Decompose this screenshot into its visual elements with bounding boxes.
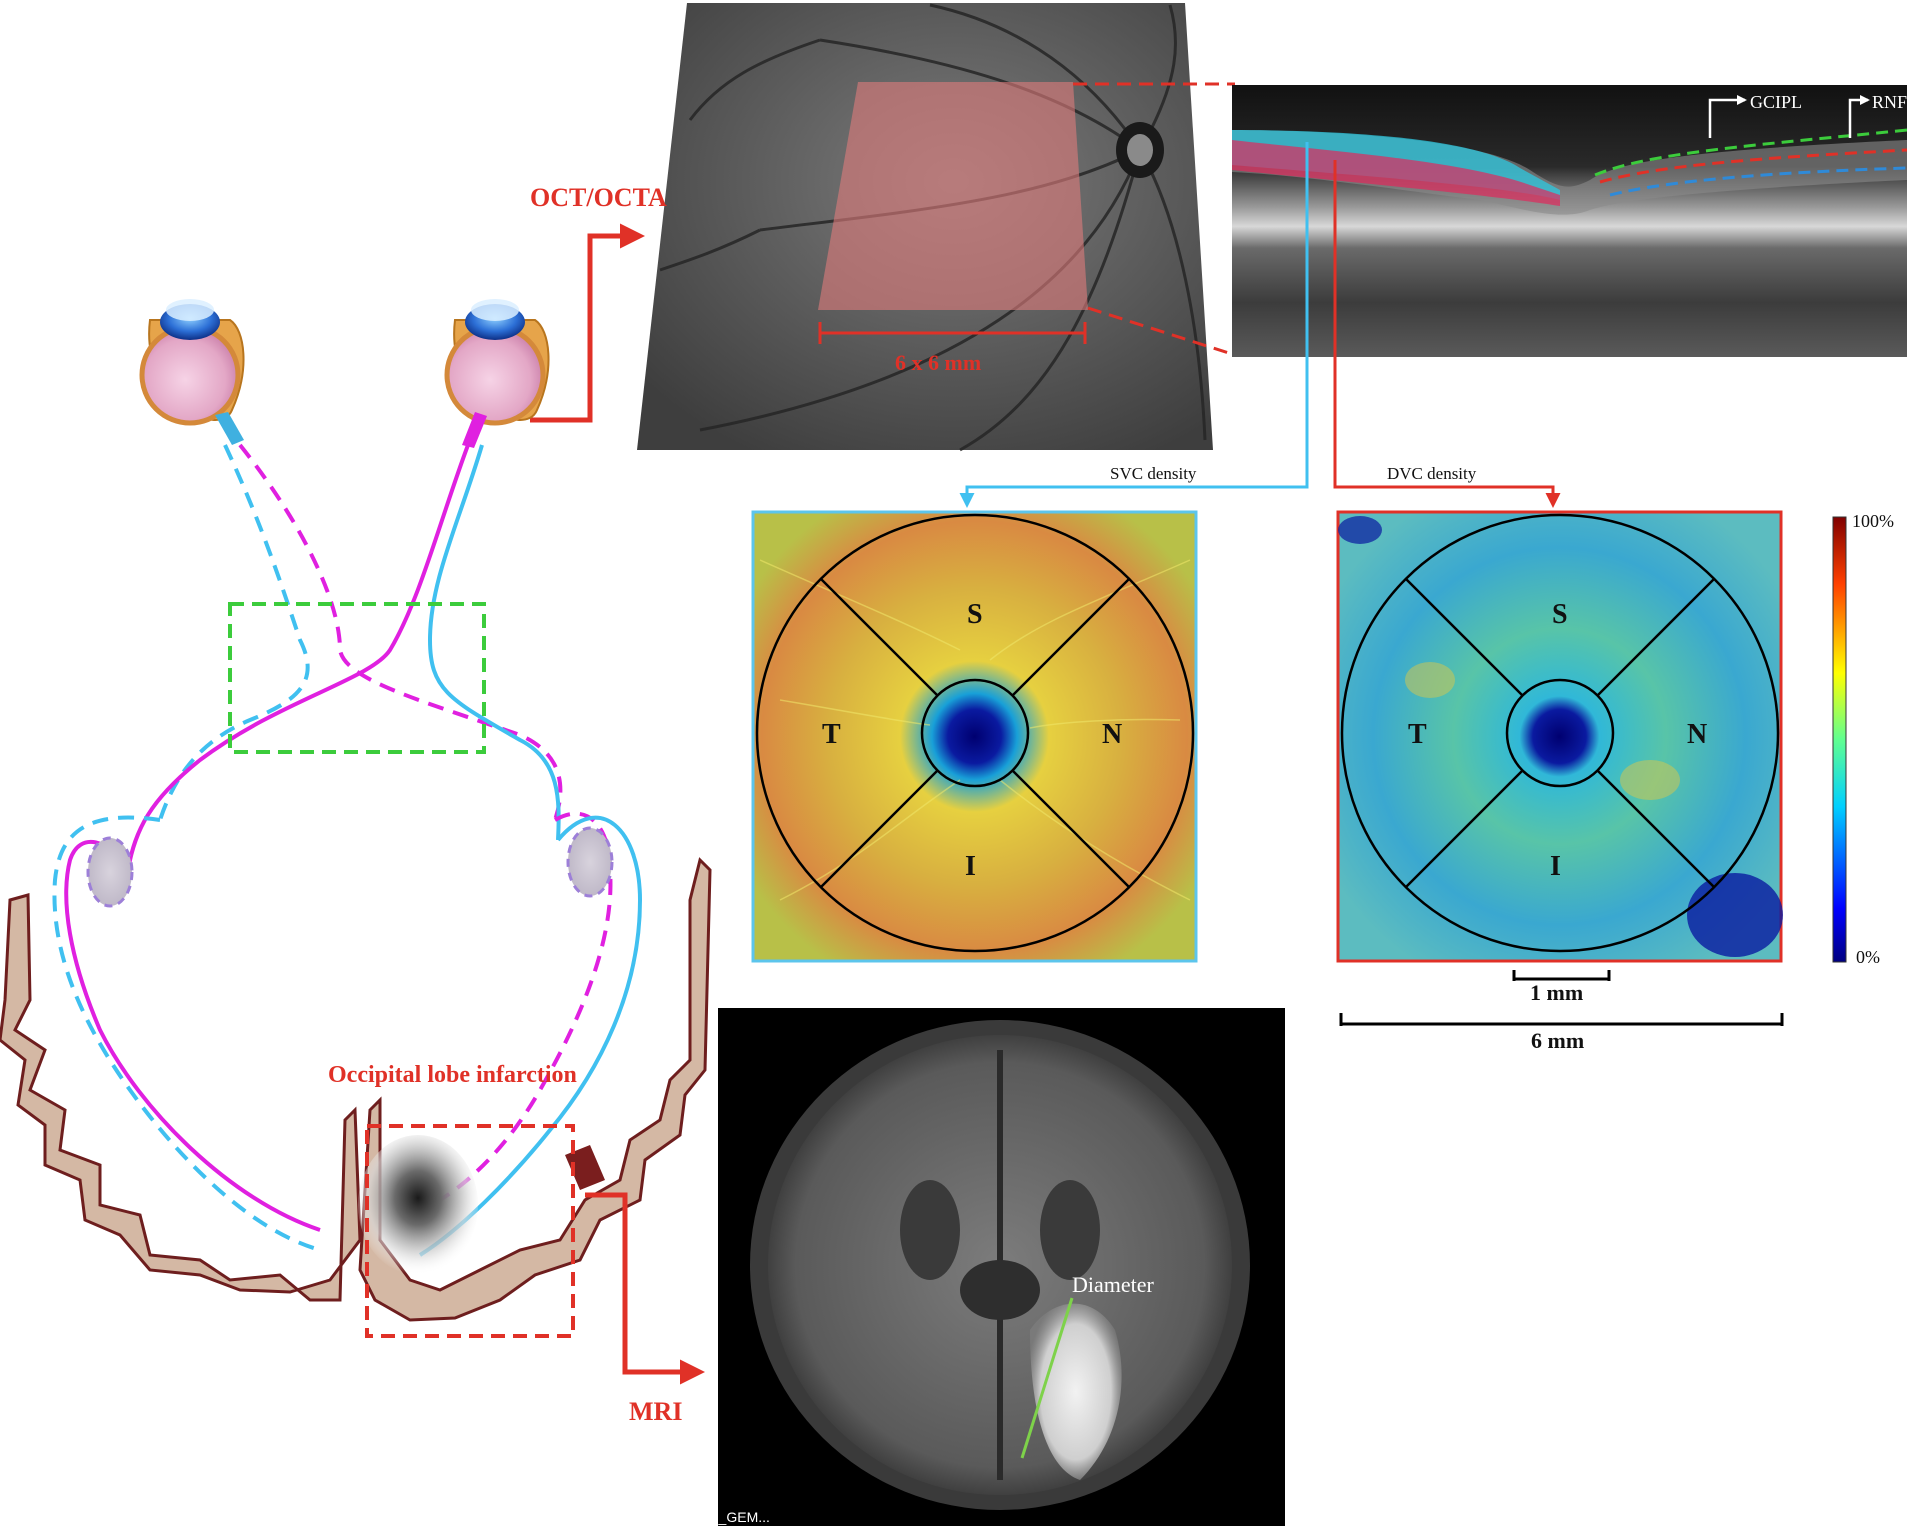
mri-label: MRI [629, 1397, 682, 1426]
eyeball-icon [444, 299, 550, 448]
mri-image: Diameter F_GEM... [710, 1008, 1285, 1526]
dvc-density-map: S T N I [1336, 510, 1783, 963]
dvc-sector-n: N [1687, 719, 1707, 750]
svc-sector-i: I [965, 851, 976, 882]
diameter-line [1020, 1297, 1074, 1459]
occipital-label: Occipital lobe infarction [328, 1062, 577, 1088]
svc-density-label: SVC density [1110, 464, 1197, 483]
mri-lesion [1030, 1303, 1122, 1480]
eye-right [444, 299, 550, 448]
infarct-lesion [358, 1135, 478, 1275]
optic-chiasm-box [228, 602, 486, 754]
eyeball-icon [139, 299, 245, 445]
mri-arrow [585, 1192, 705, 1385]
rnfl-label: RNFL [1872, 92, 1907, 112]
svc-sector-n: N [1102, 719, 1122, 750]
colorbar: 100% 0% [1832, 511, 1894, 967]
oct-arrow [530, 223, 645, 423]
rnfl-layer [1232, 140, 1560, 206]
mri-caption: F_GEM... [710, 1509, 770, 1525]
svc-sector-s: S [967, 599, 983, 630]
svc-density-map: S T N I [751, 510, 1198, 963]
dvc-sector-i: I [1550, 851, 1561, 882]
dvc-density-label: DVC density [1387, 464, 1477, 483]
oct-bscan: GCIPL RNFL [1232, 85, 1907, 357]
diameter-label: Diameter [1072, 1272, 1155, 1297]
octa-scan-region [818, 82, 1088, 310]
eye-left [139, 299, 245, 445]
svc-route [959, 142, 1309, 508]
scale-bars: 1 mm 6 mm [1339, 970, 1784, 1053]
infarction-box [365, 1124, 575, 1338]
dvc-route [1333, 160, 1561, 508]
fundus-scale-label: 6 x 6 mm [895, 350, 981, 375]
colorbar-min-label: 0% [1856, 947, 1880, 967]
colorbar-max-label: 100% [1852, 511, 1894, 531]
scale-1mm-label: 1 mm [1530, 980, 1583, 1005]
lgn-right [566, 826, 614, 898]
oct-octa-label: OCT/OCTA [530, 183, 667, 212]
gcipl-label: GCIPL [1750, 92, 1802, 112]
dvc-sector-t: T [1408, 719, 1427, 750]
lgn-left [86, 836, 134, 908]
dvc-sector-s: S [1552, 599, 1568, 630]
svc-sector-t: T [822, 719, 841, 750]
connector-bottom [1087, 306, 1236, 357]
fundus-image: 6 x 6 mm [637, 3, 1213, 452]
cortex [0, 857, 712, 1322]
scale-6mm-label: 6 mm [1531, 1028, 1584, 1053]
